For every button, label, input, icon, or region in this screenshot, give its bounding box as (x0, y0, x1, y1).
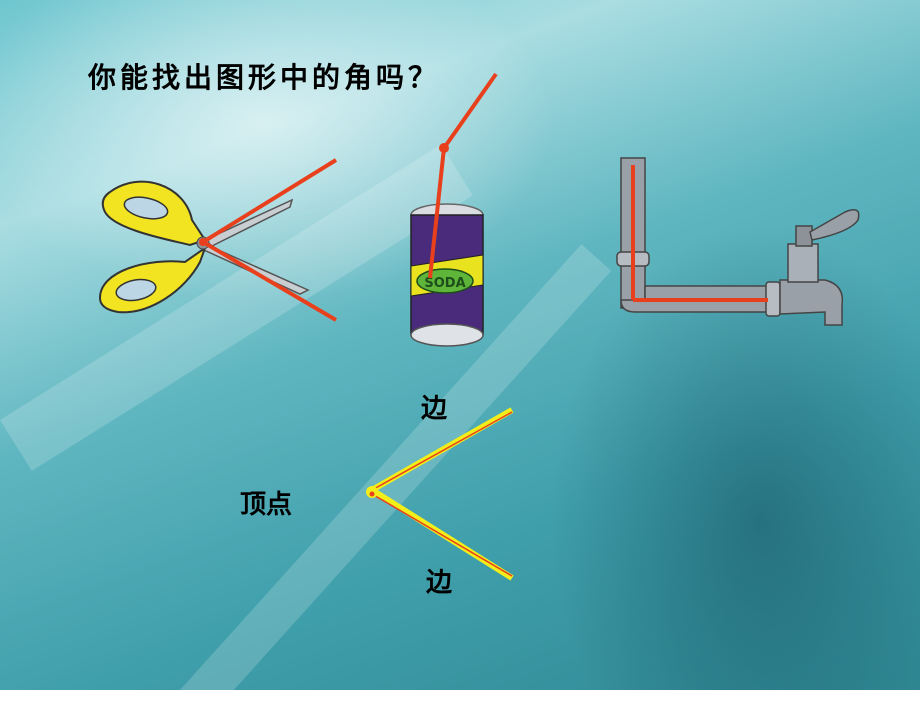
soda-can-icon: SODA (410, 203, 484, 347)
faucet-angle-lines (631, 165, 768, 302)
slide-title: 你能找出图形中的角吗？ (88, 61, 441, 94)
side-label-top: 边 (421, 394, 448, 424)
straw-angle-lines (428, 72, 498, 279)
angle-side-bottom (370, 487, 514, 581)
side-label-bottom: 边 (426, 568, 453, 598)
illustration-layer: SODA (98, 72, 860, 581)
scissors-angle-lines (199, 158, 338, 322)
can-brand-text: SODA (424, 276, 465, 291)
angle-diagram (366, 407, 514, 581)
scissors-icon (98, 180, 310, 314)
vertex-label: 顶点 (240, 490, 293, 520)
